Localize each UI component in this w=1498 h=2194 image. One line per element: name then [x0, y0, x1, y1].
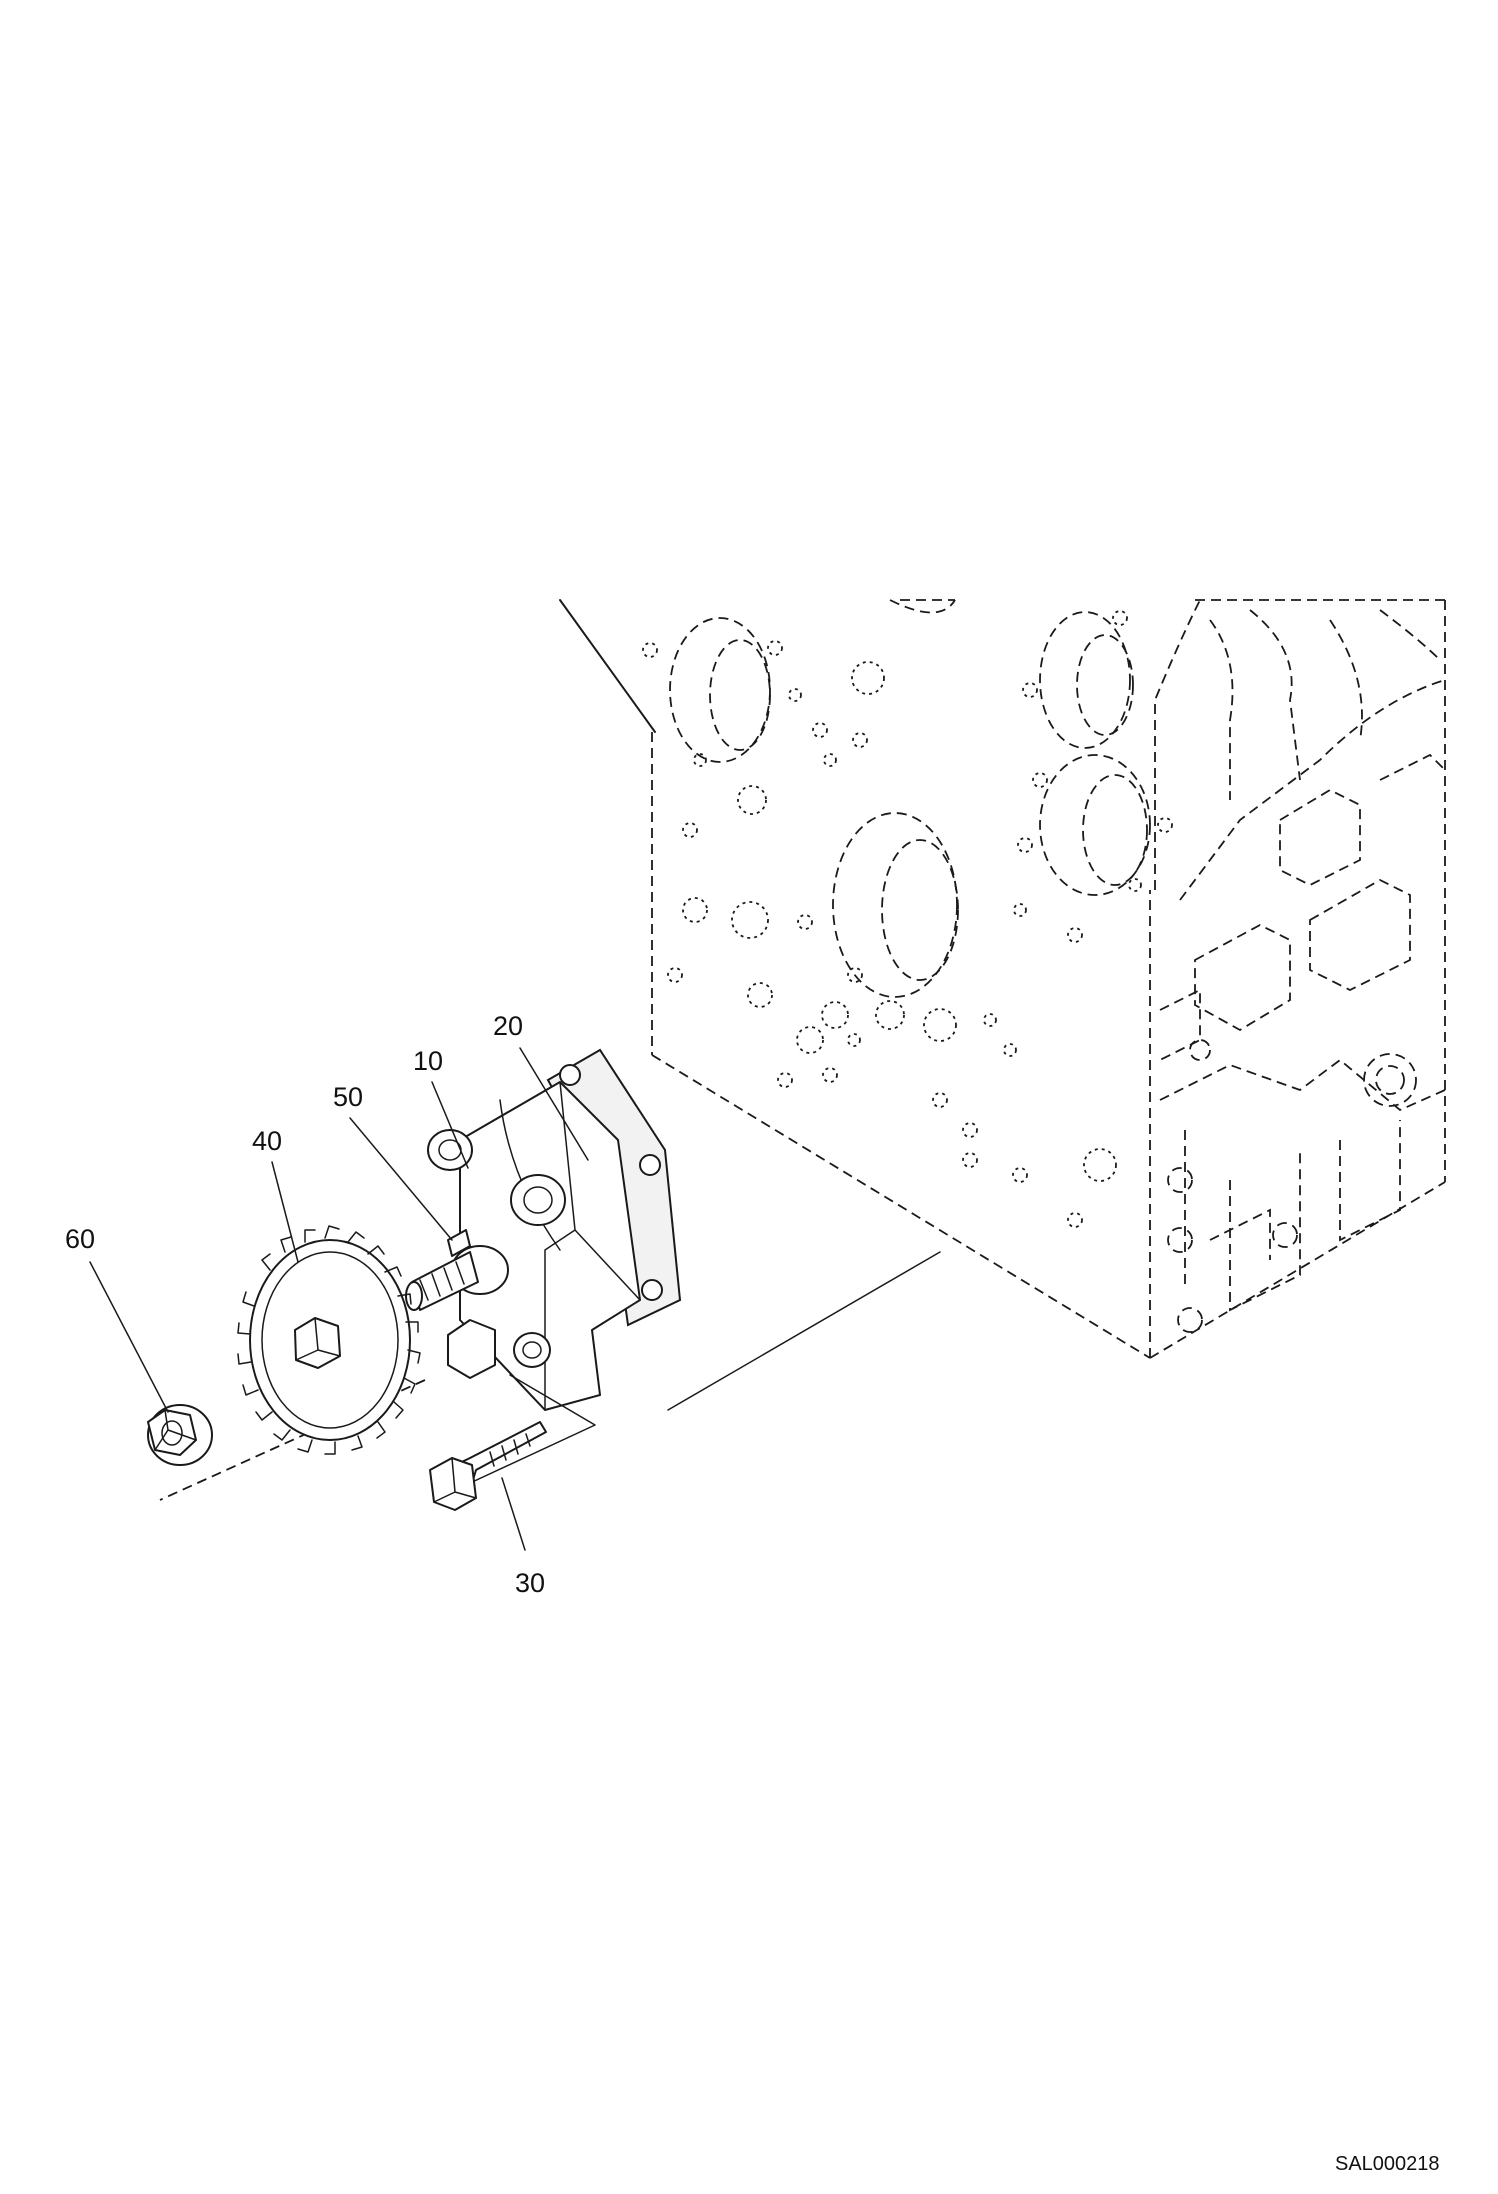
callout-60: 60: [65, 1224, 95, 1254]
leader-line-40: [271, 1161, 299, 1263]
leader-line-50: [349, 1117, 453, 1241]
oil-pump: [405, 1081, 641, 1411]
flange-nut: [147, 1404, 213, 1466]
engine-block: [559, 599, 1446, 1359]
callout-20: 20: [493, 1011, 523, 1041]
leader-line-30: [501, 1477, 526, 1551]
block-side-ribs: [1154, 599, 1446, 1333]
figure-reference-code: SAL000218: [1335, 2153, 1440, 2175]
drive-gear: [237, 1225, 421, 1455]
leader-line-20: [519, 1047, 589, 1161]
bolt: [429, 1374, 596, 1511]
leader-line-60: [89, 1261, 169, 1413]
callout-30: 30: [515, 1568, 545, 1598]
callout-40: 40: [252, 1126, 282, 1156]
woodruff-key: [447, 1229, 471, 1257]
assembly-axis-line: [667, 1251, 941, 1411]
block-bolt-holes: [642, 610, 1173, 1228]
callout-10: 10: [413, 1046, 443, 1076]
leader-line-10: [431, 1081, 469, 1169]
leader-lines: [89, 1047, 589, 1551]
block-bore-holes: [669, 599, 1151, 998]
callout-labels: 20 10 50 40 60 30: [65, 1011, 545, 1598]
callout-50: 50: [333, 1082, 363, 1112]
